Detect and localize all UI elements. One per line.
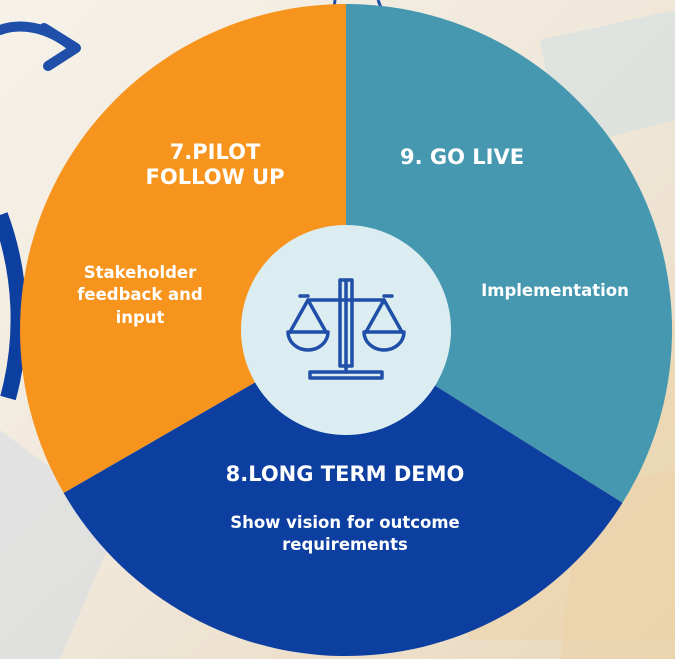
segment-demo-description: Show vision for outcome requirements: [230, 513, 460, 555]
segment-golive-description: Implementation: [481, 281, 629, 300]
segment-pilot-description: Stakeholder feedback and input: [77, 263, 203, 327]
segment-demo-wedge[interactable]: [63, 330, 623, 657]
segment-demo-title: 8.LONG TERM DEMO: [225, 462, 465, 486]
segment-pilot-title: 7.PILOT FOLLOW UP: [145, 140, 285, 190]
segment-golive-title: 9. GO LIVE: [399, 145, 525, 169]
left-blue-arc: [0, 212, 27, 401]
balance-scale-icon: [286, 278, 406, 380]
curved-arrow-icon: [0, 21, 81, 71]
